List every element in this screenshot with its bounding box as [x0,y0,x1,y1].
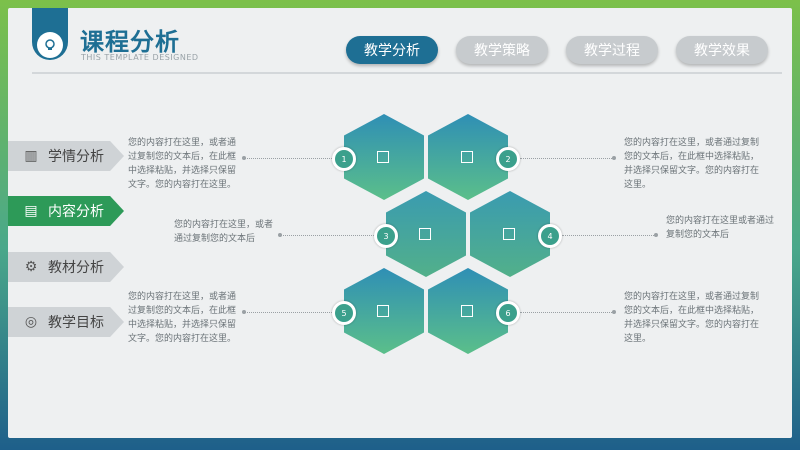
tab-teaching-effect[interactable]: 教学效果 [676,36,768,64]
number-badge: 4 [538,224,562,248]
connector-dot [654,233,658,237]
hex-2 [428,114,508,200]
sidebar-item-textbook-analysis[interactable]: ⚙ 教材分析 [8,252,124,282]
text-block-3: 您的内容打在这里，或者通过复制您的文本后 [174,220,274,244]
placeholder-icon [419,228,431,240]
connector-line [562,235,656,236]
connector-dot [242,310,246,314]
document-icon: ▤ [24,203,38,219]
lightbulb-icon [37,32,63,58]
page-subtitle: THIS TEMPLATE DESIGNED [81,53,199,62]
sidebar-item-content-analysis[interactable]: ▤ 内容分析 [8,196,124,226]
placeholder-icon [503,228,515,240]
tab-teaching-analysis[interactable]: 教学分析 [346,36,438,64]
number-badge: 6 [496,301,520,325]
connector-line [520,158,614,159]
hex-3 [386,191,466,277]
bar-chart-icon: ▥ [24,148,38,164]
hex-5 [344,268,424,354]
number-badge: 1 [332,147,356,171]
hex-1 [344,114,424,200]
connector-dot [278,233,282,237]
text-block-6: 您的内容打在这里，或者通过复制您的文本后，在此框中选择粘贴，并选择只保留文字。您… [624,292,760,344]
tab-teaching-strategy[interactable]: 教学策略 [456,36,548,64]
text-block-5: 您的内容打在这里，或者通过复制您的文本后，在此框中选择粘贴，并选择只保留文字。您… [128,292,237,344]
connector-line [244,312,332,313]
connector-dot [612,310,616,314]
sidebar-item-learner-analysis[interactable]: ▥ 学情分析 [8,141,124,171]
tab-teaching-process[interactable]: 教学过程 [566,36,658,64]
sidebar-item-teaching-goals[interactable]: ◎ 教学目标 [8,307,124,337]
placeholder-icon [377,305,389,317]
sidebar-item-label: 教材分析 [48,260,104,276]
number-badge: 3 [374,224,398,248]
header-divider [32,72,782,74]
slide-panel: 课程分析 THIS TEMPLATE DESIGNED 教学分析 教学策略 教学… [8,8,792,438]
logo-tab [32,8,68,60]
number-badge: 2 [496,147,520,171]
target-icon: ◎ [24,314,38,330]
placeholder-icon [461,151,473,163]
connector-dot [242,156,246,160]
sidebar-item-label: 教学目标 [48,315,104,331]
sidebar-item-label: 学情分析 [48,149,104,165]
number-badge: 5 [332,301,356,325]
text-block-4: 您的内容打在这里或者通过复制您的文本后 [666,216,775,240]
connector-line [244,158,332,159]
connector-line [280,235,374,236]
text-block-1: 您的内容打在这里，或者通过复制您的文本后，在此框中选择粘贴，并选择只保留文字。您… [128,138,237,190]
connector-dot [612,156,616,160]
hex-6 [428,268,508,354]
placeholder-icon [377,151,389,163]
page-title: 课程分析 [80,28,180,56]
placeholder-icon [461,305,473,317]
sidebar-item-label: 内容分析 [48,204,104,220]
gear-icon: ⚙ [24,259,38,275]
text-block-2: 您的内容打在这里，或者通过复制您的文本后，在此框中选择粘贴，并选择只保留文字。您… [624,138,760,190]
connector-line [520,312,614,313]
